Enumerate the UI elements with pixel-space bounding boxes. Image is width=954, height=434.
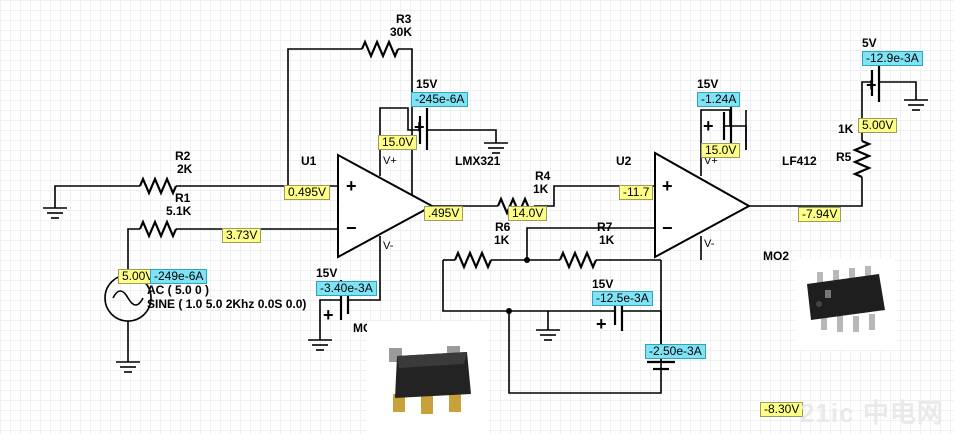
u2-vplus-pin: V+ bbox=[704, 155, 718, 167]
r7-name: R7 bbox=[597, 220, 613, 234]
u1-vneg-cap-plus: + bbox=[323, 305, 334, 325]
u1-vplus-pin: V+ bbox=[383, 155, 397, 167]
probe-u1-vpos-current[interactable]: -245e-6A bbox=[411, 92, 469, 107]
ground-u1-vpos bbox=[484, 142, 508, 154]
u1-vminus-pin: V- bbox=[383, 240, 394, 252]
r3-value: 30K bbox=[390, 25, 413, 39]
mo1-chip-image bbox=[367, 322, 487, 434]
u2-minus-sign: − bbox=[662, 218, 673, 238]
ground-left bbox=[43, 207, 67, 219]
r1-value: 5.1K bbox=[166, 204, 192, 218]
r2-value: 2K bbox=[177, 162, 193, 176]
u2-part: LF412 bbox=[782, 154, 817, 168]
ground-mid bbox=[536, 329, 560, 341]
opamp-u2 bbox=[654, 151, 752, 259]
r5-supply-label: 5V bbox=[862, 36, 877, 50]
opamp-u1 bbox=[337, 153, 435, 259]
probe-u2-vpos-current[interactable]: -1.24A bbox=[697, 92, 741, 107]
probe-u1-inplus-voltage[interactable]: 0.495V bbox=[284, 185, 331, 200]
probe-u1-inminus-voltage[interactable]: 3.73V bbox=[222, 228, 262, 243]
u2-vneg-supply-label: 15V bbox=[592, 277, 614, 291]
junction-r6-r7 bbox=[524, 257, 530, 263]
u1-vneg-supply-label: 15V bbox=[316, 266, 338, 280]
probe-source-current[interactable]: -249e-6A bbox=[150, 269, 208, 284]
probe-r5-supply-current[interactable]: -12.9e-3A bbox=[862, 51, 923, 66]
resistor-r7 bbox=[558, 250, 598, 270]
watermark: 21ic 中电网 bbox=[800, 398, 944, 428]
u2-name: U2 bbox=[616, 154, 632, 168]
u1-vpos-cap-plus: + bbox=[414, 117, 425, 137]
u2-vpos-cap-plus: + bbox=[703, 116, 714, 136]
ground-source bbox=[116, 361, 140, 373]
probe-source-voltage[interactable]: 5.00V bbox=[118, 269, 158, 284]
probe-u2-inminus-voltage[interactable]: 14.0V bbox=[508, 206, 548, 221]
r3-name: R3 bbox=[396, 12, 412, 26]
probe-u1-vneg-current[interactable]: -3.40e-3A bbox=[316, 281, 377, 296]
u2-vneg-cap-plus: + bbox=[596, 314, 607, 334]
resistor-r6 bbox=[453, 250, 493, 270]
probe-u1-vpos-voltage[interactable]: 15.0V bbox=[378, 135, 418, 150]
r1-name: R1 bbox=[175, 191, 191, 205]
r4-value: 1K bbox=[533, 182, 549, 196]
u2-vpos-supply-label: 15V bbox=[697, 77, 719, 91]
probe-u2-return-current[interactable]: -2.50e-3A bbox=[645, 344, 706, 359]
resistor-r2 bbox=[138, 176, 178, 196]
ground-r5 bbox=[904, 99, 928, 111]
u1-part: LMX321 bbox=[455, 154, 501, 168]
probe-r5-top-voltage[interactable]: 5.00V bbox=[858, 118, 898, 133]
u1-minus-sign: − bbox=[346, 218, 357, 238]
probe-u2-vpos-voltage[interactable]: 15.0V bbox=[701, 143, 741, 158]
probe-bottom-right-voltage[interactable]: -8.30V bbox=[760, 402, 804, 417]
r7-value: 1K bbox=[599, 233, 615, 247]
r5-cap-plus: + bbox=[866, 75, 877, 95]
probe-u1-out-voltage[interactable]: .495V bbox=[424, 206, 464, 221]
u2-vminus-pin: V- bbox=[704, 238, 715, 250]
u1-plus-sign: + bbox=[346, 176, 357, 196]
resistor-r1 bbox=[138, 219, 178, 239]
u2-plus-sign: + bbox=[662, 176, 673, 196]
r5-name: R5 bbox=[836, 150, 852, 164]
r6-value: 1K bbox=[494, 233, 510, 247]
probe-u2-inplus-voltage[interactable]: -11.7 bbox=[619, 185, 654, 200]
ground-u1-vneg bbox=[308, 339, 332, 351]
mo2-chip-image bbox=[795, 258, 895, 350]
resistor-r3 bbox=[360, 39, 400, 59]
r6-name: R6 bbox=[495, 220, 511, 234]
probe-u2-vneg-current[interactable]: -12.5e-3A bbox=[592, 291, 653, 306]
source-ac-label: AC ( 5.0 0 ) bbox=[147, 283, 210, 297]
u1-name: U1 bbox=[301, 154, 317, 168]
u1-vpos-supply-label: 15V bbox=[416, 77, 438, 91]
r2-name: R2 bbox=[175, 149, 191, 163]
r4-name: R4 bbox=[535, 169, 551, 183]
source-sine-label: SINE ( 1.0 5.0 2Khz 0.0S 0.0) bbox=[147, 297, 307, 311]
probe-u2-out-voltage[interactable]: -7.94V bbox=[798, 207, 842, 222]
mo2-label: MO2 bbox=[763, 249, 790, 263]
r5-value: 1K bbox=[838, 122, 854, 136]
resistor-r5 bbox=[852, 139, 872, 179]
